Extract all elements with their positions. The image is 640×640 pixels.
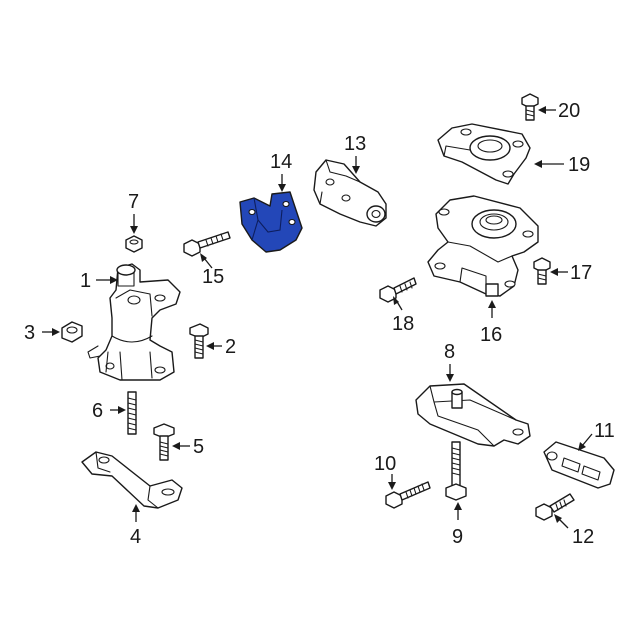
part-7-nut[interactable] <box>125 235 143 253</box>
leader-19 <box>534 160 564 168</box>
leader-16 <box>488 300 496 318</box>
callout-11: 11 <box>594 420 615 442</box>
leader-6 <box>110 406 126 414</box>
callout-13: 13 <box>344 133 366 155</box>
leader-13 <box>352 156 360 174</box>
callout-3: 3 <box>24 322 35 344</box>
callout-19: 19 <box>568 154 590 176</box>
leader-5 <box>172 442 190 450</box>
leader-4 <box>132 504 140 522</box>
part-14-bracket-highlighted[interactable] <box>239 191 303 253</box>
callout-17: 17 <box>570 262 592 284</box>
part-8-mount-bracket[interactable] <box>415 383 531 447</box>
part-5-bolt[interactable] <box>153 423 175 461</box>
part-3-nut[interactable] <box>61 321 83 343</box>
leader-1 <box>96 276 118 284</box>
callout-8: 8 <box>444 341 455 363</box>
part-17-bolt[interactable] <box>533 257 551 285</box>
part-19-bracket-plate[interactable] <box>437 123 531 185</box>
leader-14 <box>278 174 286 192</box>
callout-1: 1 <box>80 270 91 292</box>
leader-15 <box>200 253 213 269</box>
callout-14: 14 <box>270 151 292 173</box>
callout-4: 4 <box>130 526 141 548</box>
callout-20: 20 <box>558 100 580 122</box>
leader-20 <box>538 106 556 114</box>
part-6-stud[interactable] <box>127 391 137 435</box>
part-16-transmission-mount[interactable] <box>427 195 539 297</box>
part-9-long-bolt[interactable] <box>445 441 467 501</box>
leader-8 <box>446 364 454 382</box>
leader-3 <box>42 328 60 336</box>
callout-16: 16 <box>480 324 502 346</box>
leader-2 <box>206 342 222 350</box>
callout-15: 15 <box>202 266 224 288</box>
callout-10: 10 <box>374 453 396 475</box>
leader-10 <box>388 474 396 490</box>
leader-7 <box>130 214 138 234</box>
callout-18: 18 <box>392 313 414 335</box>
leader-11 <box>578 433 593 451</box>
callout-12: 12 <box>572 526 594 548</box>
callout-6: 6 <box>92 400 103 422</box>
part-1-engine-mount[interactable] <box>87 263 181 381</box>
leader-18 <box>393 296 403 311</box>
callout-9: 9 <box>452 526 463 548</box>
part-15-bolt[interactable] <box>183 231 231 257</box>
part-12-bolt[interactable] <box>535 493 575 521</box>
part-10-bolt[interactable] <box>385 481 431 509</box>
part-13-bracket[interactable] <box>313 159 387 227</box>
callout-7: 7 <box>128 191 139 213</box>
part-4-bracket[interactable] <box>81 451 183 509</box>
leader-9 <box>454 502 462 520</box>
part-2-bolt[interactable] <box>189 323 209 359</box>
leader-17 <box>550 268 568 276</box>
part-11-link-bracket[interactable] <box>543 441 615 489</box>
part-18-bolt[interactable] <box>379 277 417 303</box>
part-20-bolt[interactable] <box>521 93 539 121</box>
callout-5: 5 <box>193 436 204 458</box>
leader-12 <box>554 514 569 529</box>
callout-2: 2 <box>225 336 236 358</box>
